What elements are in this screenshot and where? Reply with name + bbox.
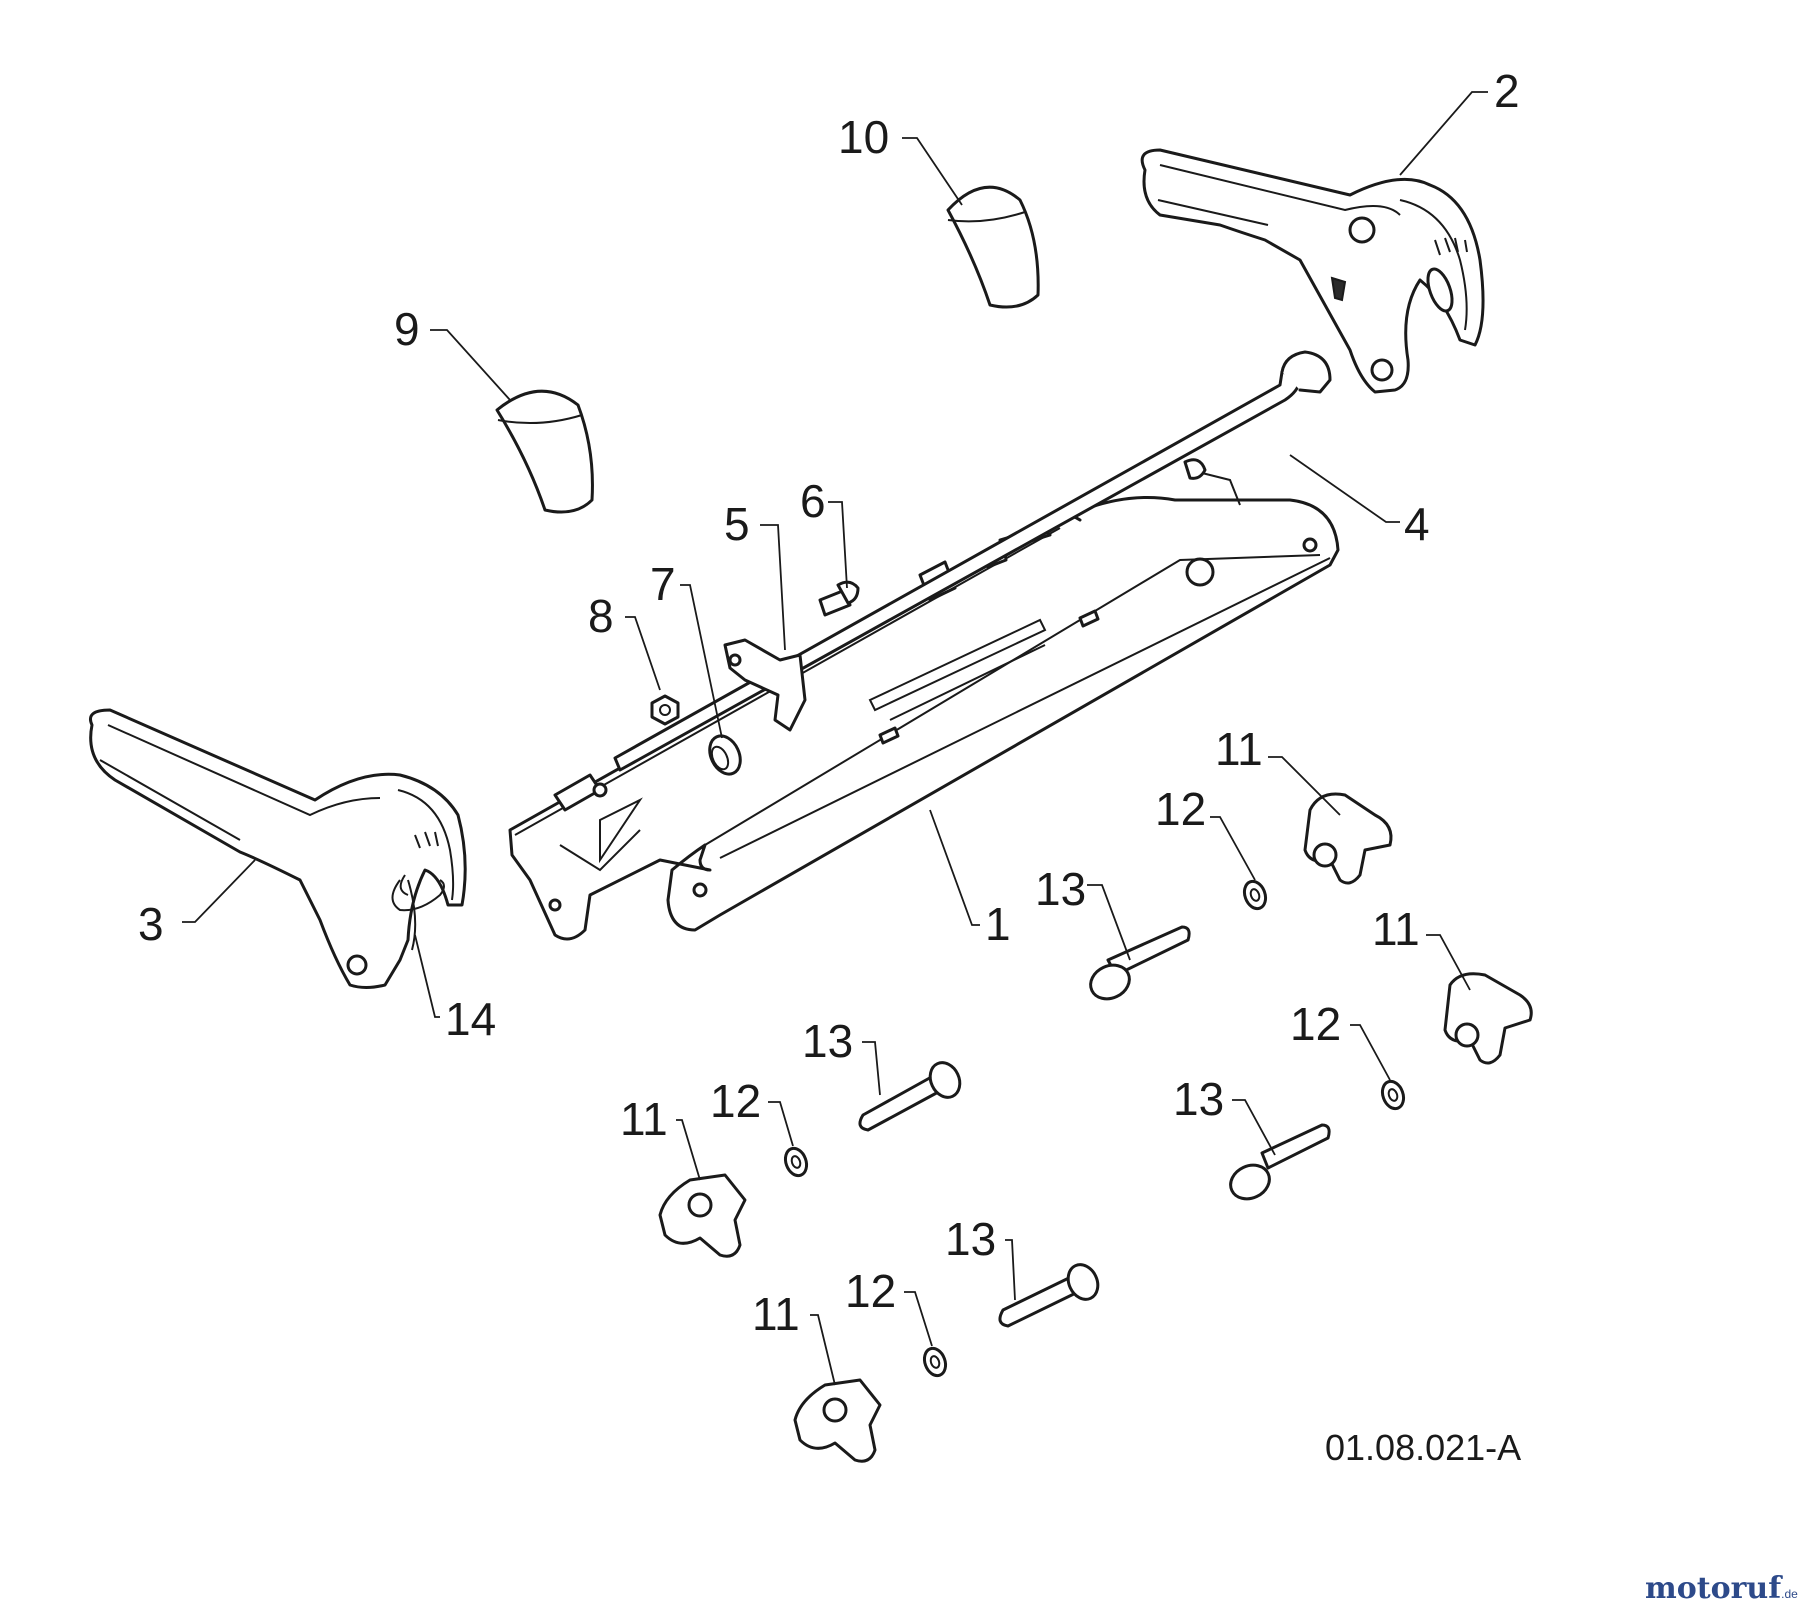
part-12-washer-d — [922, 1346, 948, 1378]
part-2-right-lever — [1140, 148, 1485, 394]
callout-6: 6 — [800, 475, 826, 527]
drawing-number: 01.08.021-A — [1325, 1427, 1521, 1468]
watermark-suffix: .de — [1781, 1587, 1798, 1601]
callout-labels: 10 2 9 4 5 6 7 8 3 1 14 11 12 13 11 12 1… — [138, 65, 1520, 1340]
part-11-star-knob-b — [1443, 972, 1533, 1065]
part-11-star-knob-c — [658, 1173, 747, 1258]
part-13-bolt-c — [1229, 1123, 1331, 1201]
part-8-nut — [650, 694, 680, 726]
callout-10: 10 — [838, 111, 889, 163]
callout-9: 9 — [394, 303, 420, 355]
callout-12-b: 12 — [1290, 998, 1341, 1050]
callout-8: 8 — [588, 590, 614, 642]
callout-11-a: 11 — [1215, 723, 1263, 775]
callout-11-c: 11 — [620, 1093, 668, 1145]
watermark-text: motoruf — [1645, 1571, 1783, 1606]
callout-13-c: 13 — [1173, 1073, 1224, 1125]
part-9-knob — [495, 389, 594, 514]
part-7-bushing — [708, 734, 742, 776]
callout-13-a: 13 — [1035, 863, 1086, 915]
callout-11-d: 11 — [752, 1288, 800, 1340]
callout-3: 3 — [138, 898, 164, 950]
part-12-washer-b — [1380, 1079, 1406, 1111]
callout-14: 14 — [445, 993, 496, 1045]
part-12-washer-c — [783, 1146, 809, 1178]
callout-11-b: 11 — [1372, 903, 1420, 955]
part-10-knob — [946, 185, 1040, 309]
part-12-washer-a — [1242, 879, 1268, 911]
callout-2: 2 — [1494, 65, 1520, 117]
leader-lines — [182, 91, 1488, 1386]
callout-4: 4 — [1404, 498, 1430, 550]
callout-12-d: 12 — [845, 1265, 896, 1317]
part-13-bolt-d — [998, 1263, 1100, 1328]
part-6-bolt — [818, 580, 860, 617]
callout-12-c: 12 — [710, 1075, 761, 1127]
watermark-logo: motoruf.de — [1645, 1571, 1798, 1606]
callout-13-d: 13 — [945, 1213, 996, 1265]
part-11-star-knob-a — [1303, 792, 1393, 885]
part-13-bolt-b — [858, 1061, 962, 1132]
part-14-clip — [391, 874, 445, 912]
callout-13-b: 13 — [802, 1015, 853, 1067]
svg-text:motoruf.de: motoruf.de — [1645, 1571, 1798, 1606]
callout-1: 1 — [985, 898, 1011, 950]
callout-7: 7 — [650, 558, 676, 610]
part-3-left-lever — [89, 708, 467, 989]
callout-12-a: 12 — [1155, 783, 1206, 835]
part-5-bracket — [723, 638, 807, 732]
part-1-slide-rail — [508, 496, 1340, 941]
part-13-bolt-a — [1089, 925, 1191, 1001]
part-11-star-knob-d — [793, 1378, 882, 1463]
callout-5: 5 — [724, 498, 750, 550]
